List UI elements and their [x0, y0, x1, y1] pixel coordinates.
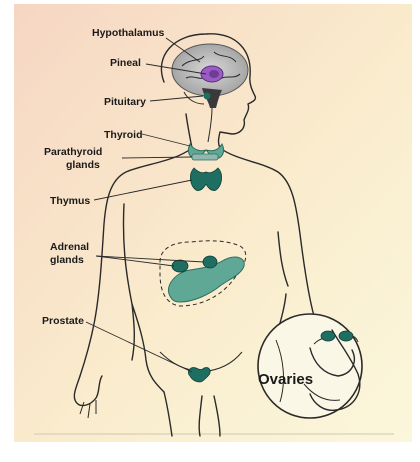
endocrine-system-diagram: Hypothalamus Pineal Pituitary Thyroid Pa…: [14, 4, 412, 442]
left-ovary: [321, 331, 335, 341]
label-thyroid: Thyroid: [104, 129, 143, 141]
pituitary-gland-shape: [204, 93, 211, 100]
right-ovary: [339, 331, 353, 341]
label-parathyroid-line2: glands: [66, 159, 100, 171]
ovaries-inset: [258, 314, 362, 418]
parathyroid-glands: [192, 154, 218, 160]
label-pineal: Pineal: [110, 57, 141, 69]
label-pituitary: Pituitary: [104, 96, 146, 108]
label-hypothalamus: Hypothalamus: [92, 27, 165, 39]
right-adrenal-gland: [203, 256, 217, 268]
label-prostate: Prostate: [42, 315, 84, 327]
label-adrenal-line1: Adrenal: [50, 241, 89, 253]
label-thymus: Thymus: [50, 195, 90, 207]
left-adrenal-gland: [172, 260, 188, 272]
label-adrenal-line2: glands: [50, 254, 84, 266]
label-parathyroid-line1: Parathyroid: [44, 146, 102, 158]
label-ovaries: Ovaries: [258, 371, 313, 388]
